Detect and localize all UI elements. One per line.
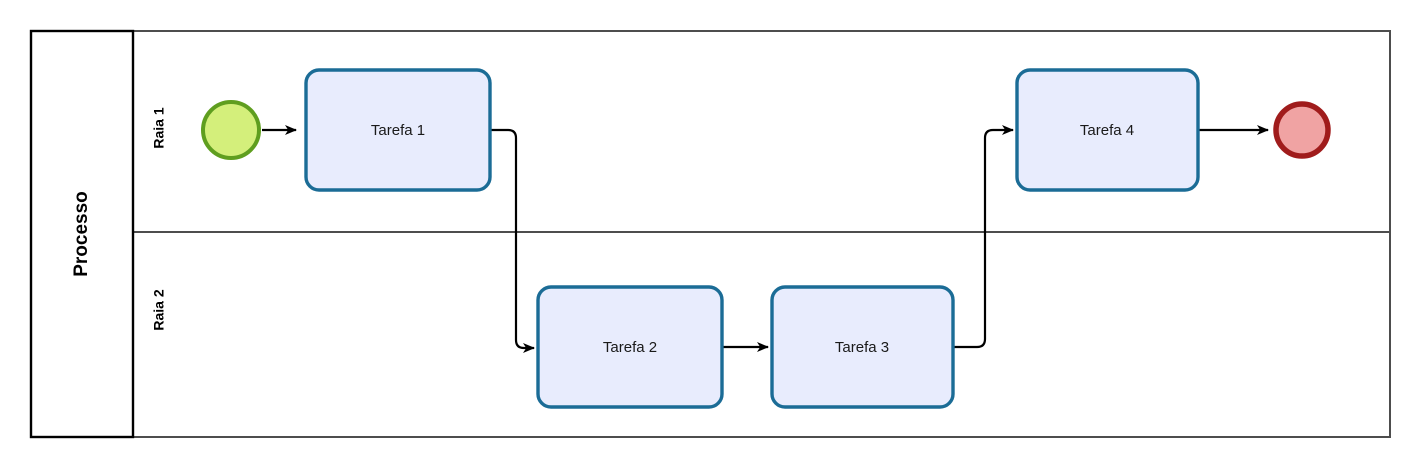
flow-tarefa-3-to-tarefa-4[interactable] — [953, 125, 1014, 349]
end-event-circle[interactable] — [1273, 101, 1331, 159]
task-tarefa-4-shape[interactable] — [1015, 68, 1200, 192]
start-event-circle[interactable] — [201, 100, 261, 160]
task-tarefa-4-label: Tarefa 4 — [1080, 122, 1134, 139]
start-event[interactable] — [201, 100, 261, 160]
task-tarefa-4[interactable]: Tarefa 4 — [1015, 68, 1200, 192]
task-tarefa-3[interactable]: Tarefa 3 — [770, 285, 955, 409]
sequence-flow-layer — [262, 125, 1269, 353]
task-tarefa-1[interactable]: Tarefa 1 — [304, 68, 492, 192]
pool-label: Processo — [71, 191, 92, 277]
task-tarefa-1-label: Tarefa 1 — [371, 122, 425, 139]
lane-label-raia-1: Raia 1 — [151, 107, 167, 148]
task-tarefa-2-label: Tarefa 2 — [603, 339, 657, 356]
pool-header-column — [29, 29, 135, 439]
flow-tarefa-1-to-tarefa-2[interactable] — [490, 128, 535, 353]
task-tarefa-3-label: Tarefa 3 — [835, 339, 889, 356]
task-tarefa-2-shape[interactable] — [536, 285, 724, 409]
task-tarefa-1-shape[interactable] — [304, 68, 492, 192]
task-tarefa-2[interactable]: Tarefa 2 — [536, 285, 724, 409]
task-tarefa-3-shape[interactable] — [770, 285, 955, 409]
lane-label-raia-2: Raia 2 — [151, 289, 167, 330]
end-event[interactable] — [1273, 101, 1331, 159]
